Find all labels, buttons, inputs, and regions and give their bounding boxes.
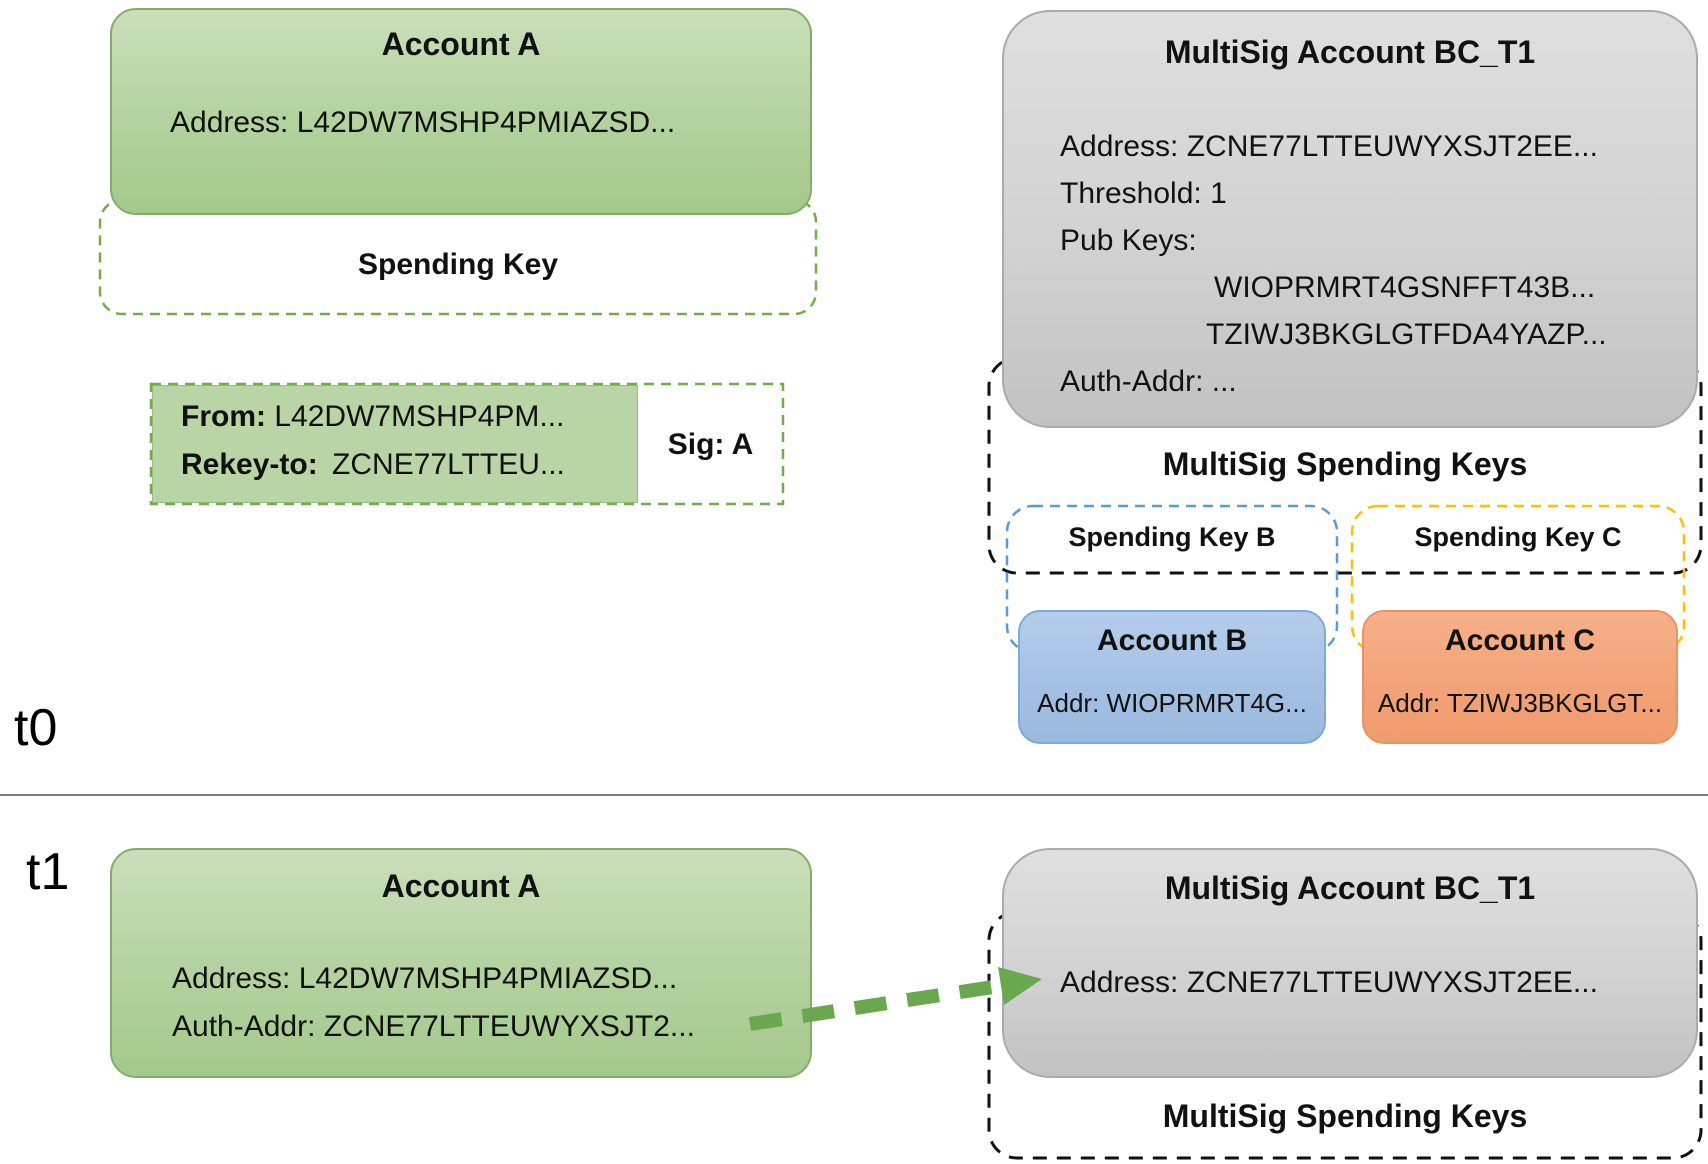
spending-key-b-label: Spending Key B	[1068, 522, 1276, 552]
from-label: From:	[181, 400, 266, 433]
account-b-title: Account B	[1097, 624, 1247, 657]
account-c-title: Account C	[1445, 624, 1595, 657]
timeline-t0-label: t0	[14, 699, 58, 757]
account-a-box-t0: Account A Address: L42DW7MSHP4PMIAZSD...	[110, 8, 812, 215]
multisig-account-box-t0: MultiSig Account BC_T1 Address: ZCNE77LT…	[1002, 10, 1698, 428]
timeline-t1-label: t1	[26, 843, 70, 901]
rekey-to-label: Rekey-to:	[181, 448, 318, 481]
account-a-auth-addr-t1: Auth-Addr: ZCNE77LTTEUWYXSJT2...	[172, 1010, 695, 1043]
multisig-pubkeys-label: Pub Keys:	[1060, 224, 1197, 257]
rekey-txn-from-line: From: L42DW7MSHP4PM...	[181, 400, 564, 434]
multisig-title-t1: MultiSig Account BC_T1	[1164, 870, 1536, 906]
signature-label: Sig: A	[667, 428, 754, 461]
multisig-threshold: Threshold: 1	[1060, 177, 1227, 210]
spending-key-c-label: Spending Key C	[1414, 522, 1622, 552]
rekey-txn-rekey-line: Rekey-to: ZCNE77LTTEU...	[181, 448, 565, 482]
account-b-addr: Addr: WIOPRMRT4G...	[1037, 688, 1307, 718]
account-a-address-t0: Address: L42DW7MSHP4PMIAZSD...	[170, 106, 676, 139]
account-a-title-t1: Account A	[381, 868, 541, 904]
rekey-to-value: ZCNE77LTTEU...	[332, 448, 565, 481]
multisig-pubkey-1: WIOPRMRT4GSNFFT43B...	[1214, 271, 1596, 304]
multisig-auth-addr-t0: Auth-Addr: ...	[1060, 365, 1237, 398]
multisig-spending-keys-title-t1: MultiSig Spending Keys	[1162, 1098, 1528, 1134]
account-a-address-t1: Address: L42DW7MSHP4PMIAZSD...	[172, 962, 678, 995]
account-b-box: Account B Addr: WIOPRMRT4G...	[1018, 610, 1326, 744]
multisig-address-t0: Address: ZCNE77LTTEUWYXSJT2EE...	[1060, 130, 1598, 163]
account-a-box-t1: Account A Address: L42DW7MSHP4PMIAZSD...…	[110, 848, 812, 1078]
multisig-title-t0: MultiSig Account BC_T1	[1164, 34, 1536, 70]
multisig-address-t1: Address: ZCNE77LTTEUWYXSJT2EE...	[1060, 966, 1598, 999]
account-c-addr: Addr: TZIWJ3BKGLGT...	[1377, 688, 1663, 718]
account-c-box: Account C Addr: TZIWJ3BKGLGT...	[1362, 610, 1678, 744]
spending-key-label: Spending Key	[357, 248, 559, 281]
account-a-title-t0: Account A	[381, 26, 541, 62]
from-value: L42DW7MSHP4PM...	[274, 400, 565, 433]
rekey-transaction-box: From: L42DW7MSHP4PM... Rekey-to: ZCNE77L…	[152, 385, 638, 503]
multisig-account-box-t1: MultiSig Account BC_T1 Address: ZCNE77LT…	[1002, 848, 1698, 1078]
timeline-separator	[0, 794, 1708, 796]
multisig-spending-keys-title-t0: MultiSig Spending Keys	[1162, 446, 1528, 482]
multisig-pubkey-2: TZIWJ3BKGLGTFDA4YAZP...	[1206, 318, 1607, 351]
